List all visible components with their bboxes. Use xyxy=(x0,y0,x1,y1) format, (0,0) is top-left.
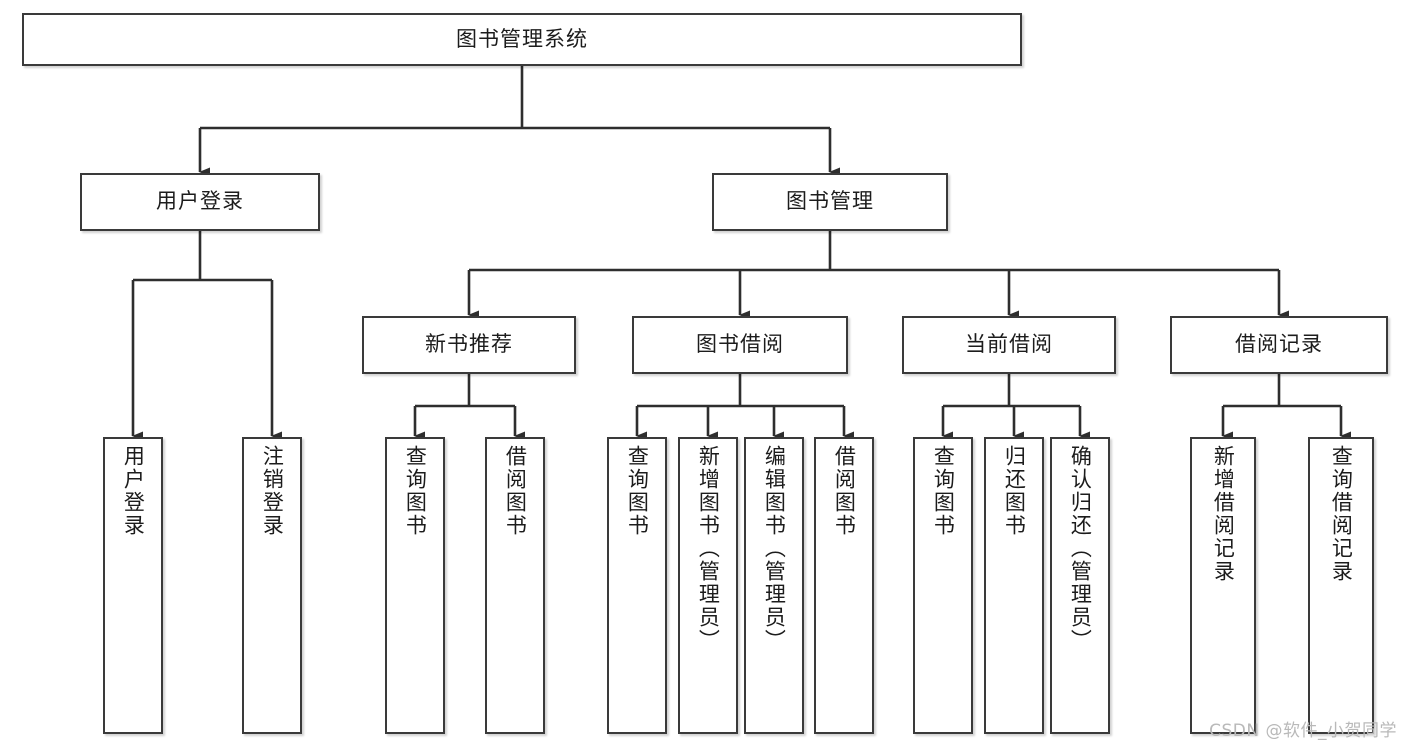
root-node-0[interactable]: 图书管理系统 xyxy=(22,13,1022,66)
leaf-node-label: 新增借阅记录 xyxy=(1211,445,1236,583)
level2-node-0[interactable]: 用户登录 xyxy=(80,173,320,231)
level3-node-2[interactable]: 当前借阅 xyxy=(902,316,1116,374)
leaf-node-5[interactable]: 新增图书（管理员） xyxy=(678,437,738,734)
leaf-node-label: 借阅图书 xyxy=(832,445,857,537)
leaf-node-label: 编辑图书（管理员） xyxy=(762,445,787,652)
leaf-node-label: 查询图书 xyxy=(403,445,428,537)
leaf-node-11[interactable]: 新增借阅记录 xyxy=(1190,437,1256,734)
leaf-node-label: 确认归还（管理员） xyxy=(1068,445,1093,652)
leaf-node-10[interactable]: 确认归还（管理员） xyxy=(1050,437,1110,734)
leaf-node-2[interactable]: 查询图书 xyxy=(385,437,445,734)
leaf-node-label: 归还图书 xyxy=(1002,445,1027,537)
leaf-node-label: 查询借阅记录 xyxy=(1329,445,1354,583)
level3-node-label: 图书借阅 xyxy=(696,332,784,357)
level3-node-label: 新书推荐 xyxy=(425,332,513,357)
level2-node-label: 用户登录 xyxy=(156,189,244,214)
level3-node-1[interactable]: 图书借阅 xyxy=(632,316,848,374)
leaf-node-1[interactable]: 注销登录 xyxy=(242,437,302,734)
leaf-node-label: 查询图书 xyxy=(625,445,650,537)
level3-node-3[interactable]: 借阅记录 xyxy=(1170,316,1388,374)
leaf-node-label: 借阅图书 xyxy=(503,445,528,537)
level3-node-label: 借阅记录 xyxy=(1235,332,1323,357)
leaf-node-0[interactable]: 用户登录 xyxy=(103,437,163,734)
level3-node-label: 当前借阅 xyxy=(965,332,1053,357)
root-node-label: 图书管理系统 xyxy=(456,26,588,51)
level3-node-0[interactable]: 新书推荐 xyxy=(362,316,576,374)
leaf-node-4[interactable]: 查询图书 xyxy=(607,437,667,734)
leaf-node-12[interactable]: 查询借阅记录 xyxy=(1308,437,1374,734)
leaf-node-label: 注销登录 xyxy=(260,445,285,537)
leaf-node-label: 用户登录 xyxy=(121,445,146,537)
leaf-node-label: 新增图书（管理员） xyxy=(696,445,721,652)
leaf-node-6[interactable]: 编辑图书（管理员） xyxy=(744,437,804,734)
leaf-node-8[interactable]: 查询图书 xyxy=(913,437,973,734)
level2-node-label: 图书管理 xyxy=(786,189,874,214)
leaf-node-7[interactable]: 借阅图书 xyxy=(814,437,874,734)
leaf-node-9[interactable]: 归还图书 xyxy=(984,437,1044,734)
leaf-node-label: 查询图书 xyxy=(931,445,956,537)
level2-node-1[interactable]: 图书管理 xyxy=(712,173,948,231)
leaf-node-3[interactable]: 借阅图书 xyxy=(485,437,545,734)
